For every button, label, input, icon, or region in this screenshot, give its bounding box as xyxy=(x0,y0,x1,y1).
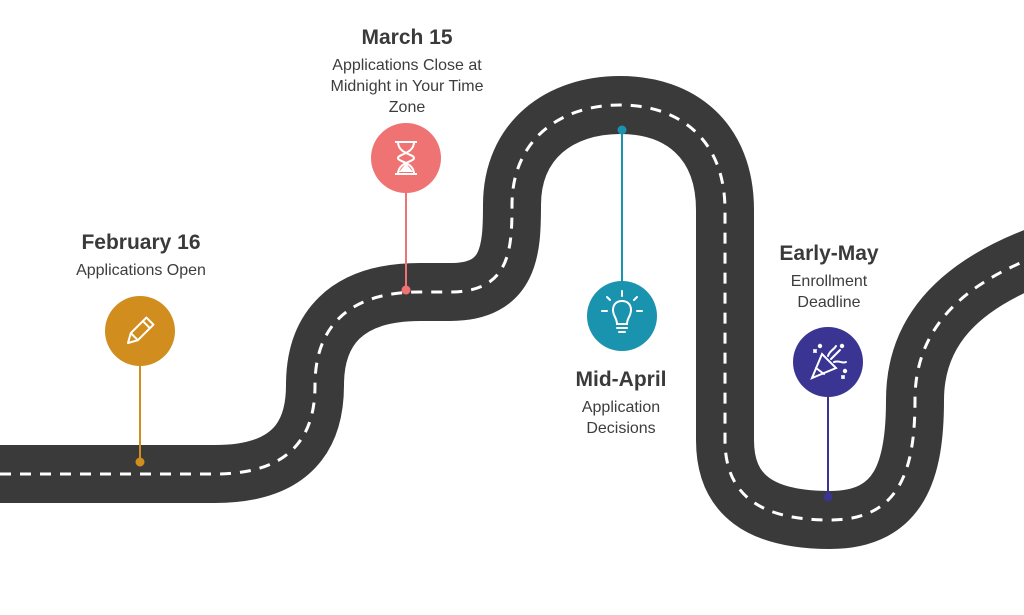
milestone-4-badge xyxy=(793,327,863,397)
road-center-line xyxy=(0,103,1024,522)
milestone-1-description: Applications Open xyxy=(76,262,206,279)
milestone-1-dot xyxy=(135,457,145,467)
milestone-4 xyxy=(793,327,863,502)
milestone-4-description: Enrollment Deadline xyxy=(790,273,868,311)
hourglass-icon xyxy=(395,141,417,175)
milestone-2-description: Applications Close at Midnight in Your T… xyxy=(330,57,484,116)
milestone-2 xyxy=(371,123,441,295)
milestone-3-description: Application Decisions xyxy=(581,399,661,437)
pencil-icon xyxy=(126,316,155,345)
milestone-2-label: March 15 Applications Close at Midnight … xyxy=(322,25,492,118)
milestone-1 xyxy=(105,296,175,467)
milestone-4-date: Early-May xyxy=(779,242,879,265)
milestone-3-badge xyxy=(587,281,657,351)
party-popper-icon xyxy=(810,343,848,380)
milestone-3-date: Mid-April xyxy=(575,368,667,391)
milestone-1-label: February 16 Applications Open xyxy=(31,230,251,281)
milestone-1-badge xyxy=(105,296,175,366)
milestone-3-dot xyxy=(617,125,627,135)
milestone-2-date: March 15 xyxy=(361,26,453,49)
milestone-4-dot xyxy=(823,492,833,502)
milestone-2-badge xyxy=(371,123,441,193)
milestone-1-date: February 16 xyxy=(81,231,201,254)
milestone-4-label: Early-May Enrollment Deadline xyxy=(774,241,884,313)
milestone-3 xyxy=(587,125,657,351)
milestone-3-label: Mid-April Application Decisions xyxy=(561,367,681,439)
lightbulb-icon xyxy=(601,290,643,333)
milestone-2-dot xyxy=(401,285,411,295)
